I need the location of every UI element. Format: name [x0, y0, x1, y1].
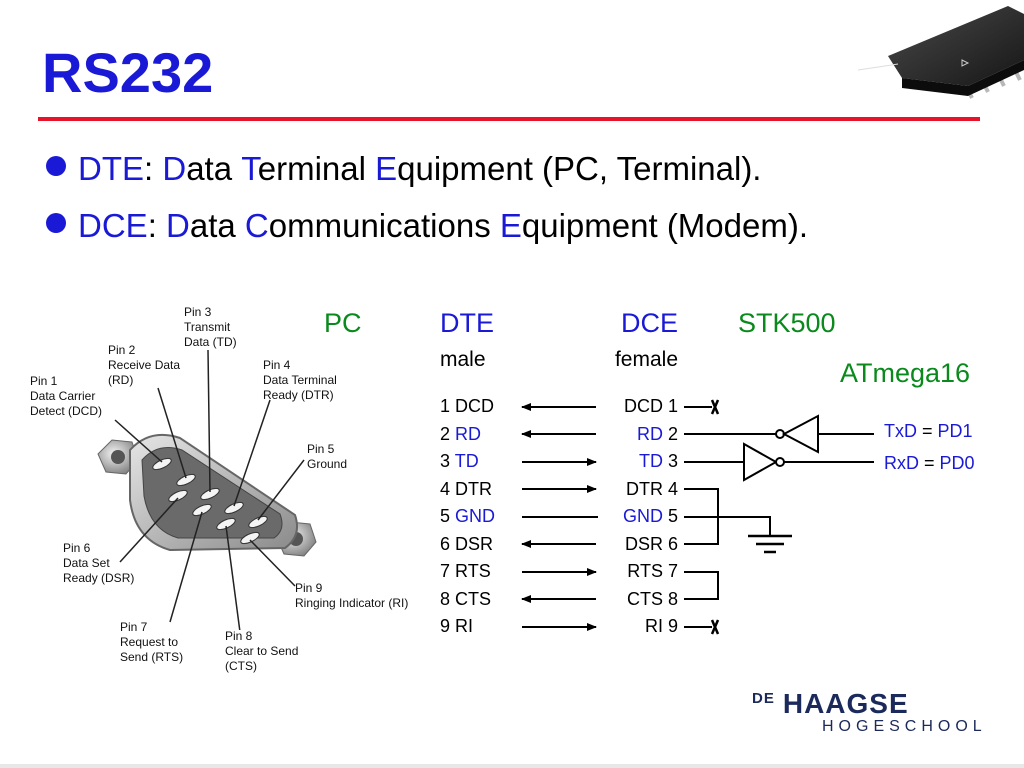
- header-dte: DTE: [440, 308, 494, 338]
- dce-side-wiring: [684, 399, 874, 635]
- dce-pin-1: DCD 1: [623, 396, 678, 416]
- label-pin8: Pin 8 Clear to Send (CTS): [225, 629, 299, 673]
- dte-pin-4: 4 DTR: [440, 479, 493, 499]
- dte-pin-9: 9 RI: [440, 616, 474, 636]
- gnd-wire: [684, 516, 771, 536]
- logo-prefix: DE: [752, 690, 775, 707]
- label-pin3: Pin 3 Transmit Data (TD): [184, 305, 237, 349]
- dce-pin-8: CTS 8: [626, 589, 678, 609]
- ic-chip-image: [858, 6, 1024, 99]
- dce-pin-4: DTR 4: [625, 479, 678, 499]
- header-atmega16: ATmega16: [840, 358, 971, 388]
- connector-pins: [152, 457, 268, 545]
- dce-pin-6: DSR 6: [624, 534, 678, 554]
- signal-arrows: [521, 403, 598, 631]
- header-stk500: STK500: [738, 308, 836, 338]
- school-logo: DE HAAGSE HOGESCHOOL: [752, 688, 987, 736]
- leader-lines: [114, 349, 305, 630]
- rts-cts-loop: [684, 571, 719, 600]
- title-underline: [38, 117, 980, 121]
- db9-connector-illustration: [97, 349, 317, 630]
- label-pin9: Pin 9 Ringing Indicator (RI): [295, 581, 409, 610]
- bullet-dot: [46, 213, 66, 233]
- header-dce: DCE: [620, 308, 678, 338]
- mcu-pin-txd: TxD = PD1: [884, 421, 973, 441]
- logo-name: HAAGSE: [782, 688, 909, 719]
- bullet-dot: [46, 156, 66, 176]
- header-pc: PC: [324, 308, 362, 338]
- dte-pin-5: 5 GND: [440, 506, 496, 526]
- header-dte-sub: male: [440, 348, 486, 371]
- dte-pin-7: 7 RTS: [440, 561, 491, 581]
- label-pin5: Pin 5 Ground: [307, 442, 348, 471]
- label-pin6: Pin 6 Data Set Ready (DSR): [63, 541, 135, 585]
- dce-pin-9: RI 9: [644, 616, 678, 636]
- dce-pin-3: TD 3: [638, 451, 678, 471]
- dce-pin-2: RD 2: [636, 424, 678, 444]
- dte-pin-8: 8 CTS: [440, 589, 492, 609]
- header-dce-sub: female: [614, 348, 678, 371]
- bullet-abbr: DCE: [78, 207, 148, 244]
- dte-pin-6: 6 DSR: [440, 534, 494, 554]
- bullet-dte: DTE: Data Terminal Equipment (PC, Termin…: [46, 149, 761, 189]
- label-pin2: Pin 2 Receive Data (RD): [108, 343, 181, 387]
- left-hex-nut: [97, 439, 139, 475]
- inverter-txd: [781, 414, 819, 454]
- inverter-rxd: [743, 442, 779, 482]
- dce-pin-7: RTS 7: [627, 561, 678, 581]
- bullet-abbr: DTE: [78, 150, 144, 187]
- mcu-pin-rxd: RxD = PD0: [884, 453, 975, 473]
- label-pin1: Pin 1 Data Carrier Detect (DCD): [30, 374, 103, 418]
- slide-title: RS232: [42, 41, 214, 104]
- dte-pin-1: 1 DCD: [440, 396, 495, 416]
- footer-rule: [0, 764, 1024, 768]
- label-pin4: Pin 4 Data Terminal Ready (DTR): [263, 358, 337, 402]
- label-pin7: Pin 7 Request to Send (RTS): [120, 620, 184, 664]
- logo-subtitle: HOGESCHOOL: [822, 718, 987, 735]
- dce-pin-5: GND 5: [622, 506, 678, 526]
- bullet-dce: DCE: Data Communications Equipment (Mode…: [46, 206, 808, 246]
- dte-pin-2: 2 RD: [440, 424, 482, 444]
- dte-pin-3: 3 TD: [440, 451, 479, 471]
